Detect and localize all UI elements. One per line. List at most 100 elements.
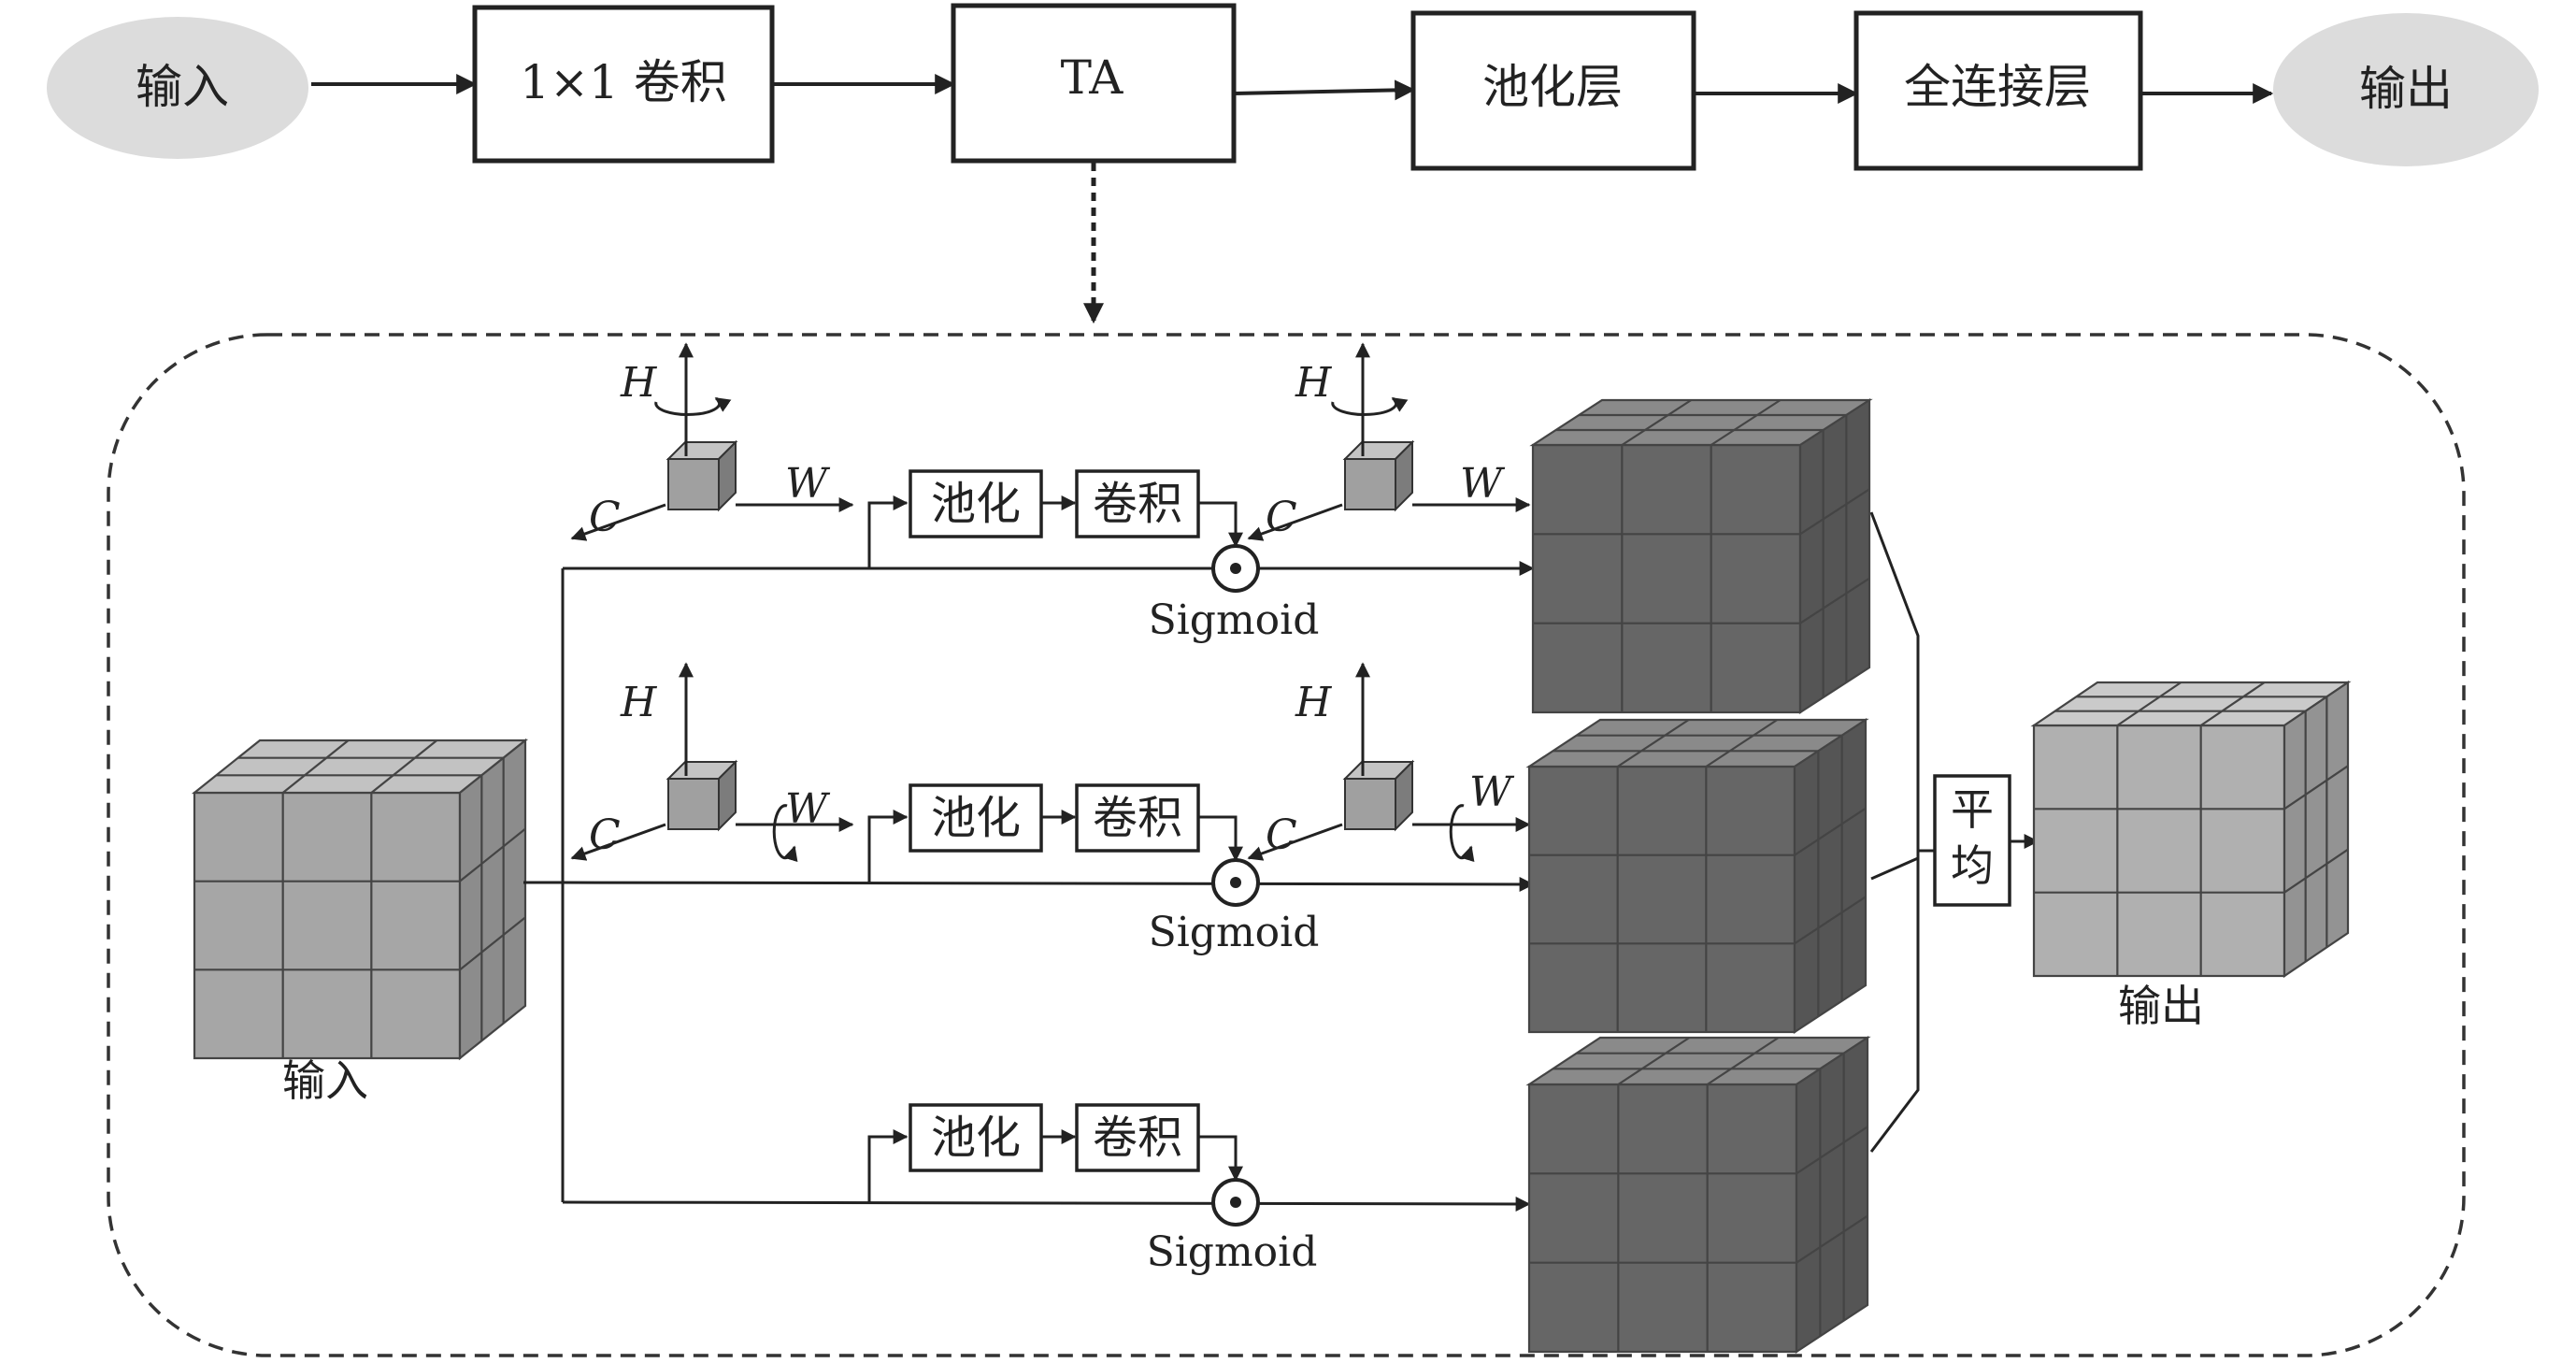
- pipeline-conv1x1-label: 1×1 卷积: [520, 55, 726, 109]
- b2-out-c: C: [1266, 811, 1297, 859]
- attention-cube-3-side-line: [1796, 1126, 1868, 1175]
- branch1-side-line: [867, 495, 909, 568]
- b1-out-h: H: [1295, 359, 1333, 407]
- attention-cube-1-top-line: [1621, 399, 1692, 446]
- branch1-multiply-dot: [1230, 563, 1241, 574]
- b1-in-c-axis: [570, 503, 666, 541]
- b2-out-c-axis: [1247, 823, 1343, 861]
- branch2-pool-label: 池化: [931, 792, 1021, 844]
- axis-labels: H W C H W C H W C H W C: [589, 359, 1515, 859]
- input-cube-side-line: [459, 827, 526, 882]
- pipeline-output-node: [2273, 13, 2539, 166]
- b2-out-h: H: [1295, 679, 1333, 726]
- branch-3: 池化 卷积 Sigmoid: [909, 1103, 1318, 1276]
- attention-cube-2-side-line: [1794, 896, 1867, 945]
- branch2-conv-label: 卷积: [1093, 792, 1182, 844]
- branch3-pool-box: [909, 1103, 1043, 1172]
- branch1-conv-label: 卷积: [1093, 478, 1182, 530]
- b2-in-small-cube: [667, 778, 720, 830]
- detail-output-label: 输出: [2118, 981, 2204, 1031]
- pipeline-output-label: 输出: [2359, 62, 2453, 116]
- pipeline-ta-label: TA: [1061, 50, 1124, 105]
- branch3-conv-label: 卷积: [1093, 1112, 1182, 1164]
- b1-in-c: C: [589, 494, 621, 541]
- arrow-ta-to-pool: [1233, 79, 1416, 101]
- b1-out-c-axis: [1247, 503, 1343, 541]
- branch-1: 池化 卷积 Sigmoid: [909, 469, 1320, 644]
- branch3-main-line: [562, 1196, 1531, 1212]
- average-label-top: 平: [1951, 784, 1994, 835]
- output-cube-top-line: [2116, 682, 2182, 726]
- attention-cube-1: [1529, 397, 1873, 715]
- output-cube-side-line: [2283, 848, 2349, 894]
- merge-from-cube2: [1870, 856, 1919, 881]
- pipeline-input-label: 输入: [136, 60, 229, 114]
- b1-in-h: H: [620, 359, 658, 407]
- branch1-sigmoid-label: Sigmoid: [1149, 596, 1320, 644]
- attention-cube-3: [1525, 1035, 1871, 1355]
- branch1-conv-to-gate: [1198, 501, 1243, 548]
- b1-out-small-cube: [1344, 458, 1396, 510]
- input-cube: [191, 738, 529, 1061]
- branch2-multiply-dot: [1230, 877, 1241, 888]
- input-cube-front-face: [193, 791, 462, 1060]
- average-label-bottom: 均: [1951, 840, 1994, 891]
- branch2-main-line: [562, 876, 1535, 892]
- b1-out-w: W: [1460, 460, 1506, 508]
- attention-cube-3-side-face: [1795, 1035, 1869, 1355]
- attention-cube-2: [1525, 717, 1869, 1035]
- b2-in-w: W: [785, 785, 831, 833]
- merge-lines: [1869, 511, 1935, 1153]
- branch-2: 池化 卷积 Sigmoid: [909, 783, 1319, 956]
- branch2-side-line: [867, 810, 909, 882]
- b1-out-small-cube-side: [1395, 439, 1413, 512]
- pipeline-input-node: [47, 17, 308, 159]
- input-cube-side-face: [458, 738, 527, 1061]
- b2-in-c: C: [589, 811, 621, 859]
- b2-in-h: H: [620, 679, 658, 726]
- attention-cube-3-front-face: [1527, 1083, 1798, 1354]
- pipeline-fc-box: [1853, 10, 2143, 171]
- b1-in-w: W: [785, 460, 831, 508]
- output-cube-side-line: [2283, 765, 2349, 811]
- attention-cube-2-side-face: [1793, 717, 1868, 1035]
- input-cube-top-line: [370, 739, 438, 794]
- output-cube-top-line: [2200, 682, 2266, 726]
- attention-cube-3-side-line: [1796, 1214, 1868, 1264]
- branch3-pool-label: 池化: [931, 1112, 1021, 1164]
- output-cube: [2030, 680, 2352, 979]
- output-cube-front-face: [2032, 724, 2286, 978]
- attention-cube-3-top-line: [1707, 1037, 1780, 1085]
- b1-in-small-cube: [667, 458, 720, 510]
- branch3-conv-box: [1075, 1103, 1200, 1172]
- b1-out-rotate-h-icon: [1331, 396, 1409, 416]
- attention-cube-1-top-line: [1710, 399, 1782, 446]
- attention-cube-2-top-line: [1617, 719, 1690, 768]
- detail-input-label: 输入: [282, 1055, 368, 1106]
- b2-out-small-cube: [1344, 778, 1396, 830]
- attention-cube-1-side-face: [1798, 397, 1871, 715]
- b2-in-c-axis: [570, 823, 666, 861]
- b2-out-w: W: [1469, 768, 1515, 816]
- attention-cube-1-side-line: [1799, 577, 1870, 624]
- ta-detail-panel: [107, 333, 2466, 1357]
- branch1-pool-label: 池化: [931, 478, 1021, 530]
- b2-in-rotate-w-icon: [772, 804, 798, 863]
- output-cube-side-face: [2283, 680, 2350, 979]
- branch3-side-line: [867, 1129, 909, 1202]
- branch2-pool-box: [909, 783, 1043, 853]
- attention-cube-1-front-face: [1531, 443, 1802, 714]
- attention-cube-2-top-line: [1705, 719, 1778, 768]
- attention-cube-3-top-line: [1617, 1037, 1690, 1085]
- pipeline-fc-label: 全连接层: [1904, 60, 2091, 114]
- input-cube-side-line: [459, 916, 526, 971]
- branch3-conv-to-gate: [1198, 1135, 1243, 1182]
- branch3-sigmoid-label: Sigmoid: [1147, 1228, 1318, 1276]
- merge-from-cube1: [1869, 511, 1920, 1153]
- pipeline-pool-label: 池化层: [1482, 60, 1623, 114]
- average-box: [1933, 774, 2011, 907]
- pipeline-ta-box: [951, 3, 1237, 164]
- axes-layer: [570, 342, 1531, 863]
- attention-cube-2-side-line: [1794, 807, 1867, 856]
